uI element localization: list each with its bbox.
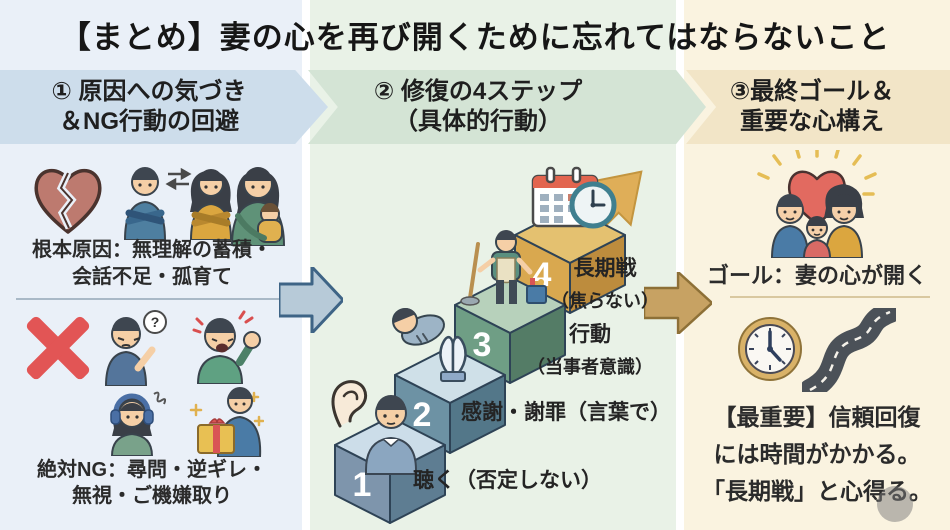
column1-divider	[16, 298, 286, 300]
cleaning-man-icon	[460, 230, 547, 306]
heart-family-icon	[757, 150, 877, 258]
arrow-blue-icon	[279, 267, 343, 333]
step-3-number: 3	[473, 326, 492, 364]
step-4-number: 4	[533, 256, 552, 294]
section-header-goal-line1: ③最終ゴール＆	[729, 78, 895, 105]
mindset-line2: には時間がかかる。	[713, 441, 921, 467]
headphones-woman-icon	[110, 391, 166, 456]
step-3-label-line1: 行動	[569, 323, 611, 346]
winding-road-icon	[802, 308, 896, 392]
step-2-label: 感謝・謝罪（言葉で）	[461, 401, 671, 424]
husband-figure	[123, 167, 167, 240]
daughter-figure	[802, 216, 832, 258]
praying-hands-icon	[439, 335, 467, 382]
ng-text: 絶対NG：尋問・逆ギレ・ 無視・ご機嫌取り	[2, 457, 302, 509]
couple-conflict-icon	[123, 167, 233, 240]
mindset-line1: 【最重要】信頼回復	[713, 404, 921, 430]
mother-figure	[824, 184, 864, 258]
broken-heart-icon	[34, 169, 102, 234]
step-4-label-line2: （焦らない）	[551, 291, 659, 311]
staircase-diagram: 1 2 3 4	[331, 166, 643, 524]
section-header-goal: ③最終ゴール＆ 重要な心構え	[686, 70, 950, 144]
column3-divider	[730, 296, 930, 298]
ng-line2: 無視・ご機嫌取り	[72, 485, 232, 507]
root-cause-text: 根本原因：無理解の蓄積・ 会話不足・孤育て	[2, 237, 302, 291]
step-1-number: 1	[353, 466, 372, 504]
step-2-number: 2	[413, 396, 432, 434]
page-title: 【まとめ】妻の心を再び開くために忘れてはならないこと	[59, 20, 891, 55]
section-header-cause-line2: ＆NG行動の回避	[59, 108, 239, 135]
wife-figure	[189, 169, 233, 240]
mindset-text: 【最重要】信頼回復 には時間がかかる。 「長期戦」と心得る。	[684, 399, 950, 510]
bowing-man-icon	[392, 308, 445, 346]
step-3-label: 行動 （当事者意識）	[520, 318, 660, 379]
x-mark-icon	[26, 316, 90, 380]
step-3-label-line2: （当事者意識）	[527, 357, 653, 377]
section-header-goal-line2: 重要な心構え	[740, 108, 884, 135]
questioning-man-icon: ?	[104, 310, 167, 386]
step-4-label-line1: 長期戦	[573, 257, 637, 280]
clock-gold-icon	[738, 317, 802, 381]
question-bubble-text: ?	[151, 314, 160, 330]
father-figure	[770, 194, 810, 258]
ear-icon	[331, 380, 368, 428]
root-cause-line2: 会話不足・孤育て	[72, 266, 232, 288]
goal-text: ゴール：妻の心が開く	[706, 263, 927, 288]
ng-line1: 絶対NG：尋問・逆ギレ・	[37, 459, 267, 481]
watermark-dot	[877, 486, 913, 522]
arrow-tan-icon	[644, 272, 712, 334]
step-1-label: 聴く（否定しない）	[413, 469, 602, 492]
listening-man-icon	[365, 395, 417, 475]
root-cause-line1: 根本原因：無理解の蓄積・	[32, 239, 272, 261]
section-header-cause-line1: ① 原因への気づき	[51, 78, 247, 105]
section-header-cause: ① 原因への気づき ＆NG行動の回避	[0, 70, 328, 144]
step-4-label: 長期戦 （焦らない）	[540, 252, 670, 313]
section-header-steps: ② 修復の4ステップ （具体的行動）	[308, 70, 706, 144]
angry-man-icon	[192, 310, 261, 384]
swap-arrows-icon	[165, 167, 192, 191]
section-header-steps-line1: ② 修復の4ステップ	[373, 78, 583, 105]
mother-child-icon	[230, 167, 286, 246]
clock-teal-icon	[569, 181, 617, 229]
gift-man-icon	[189, 387, 264, 457]
section-header-steps-line2: （具体的行動）	[394, 108, 562, 135]
